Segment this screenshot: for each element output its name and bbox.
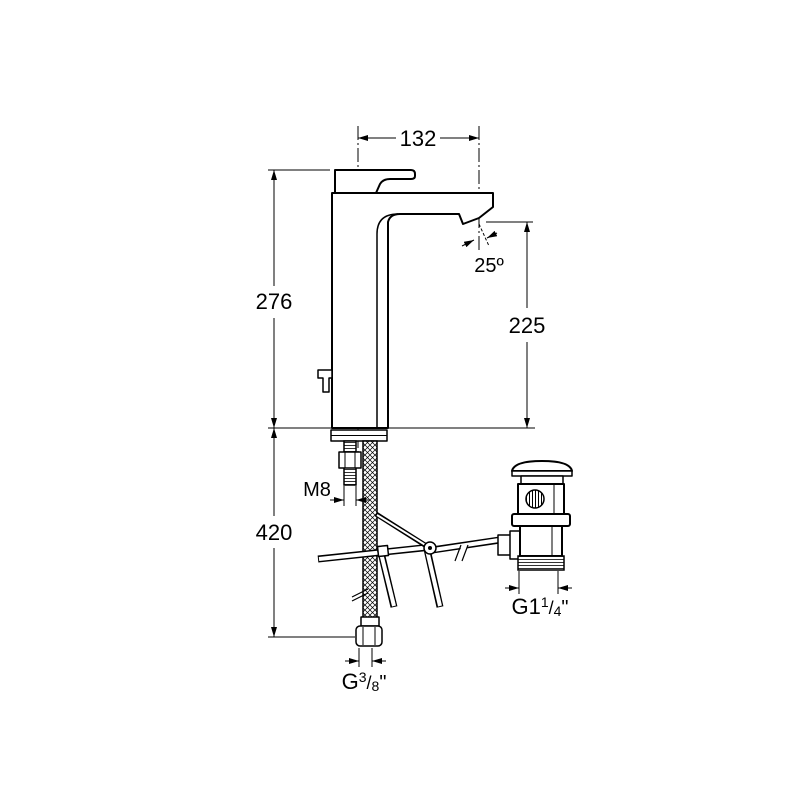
spout-underside-curve [376, 213, 399, 427]
faucet-outline [331, 192, 494, 429]
waste-collar [511, 513, 571, 527]
popup-knob [317, 369, 333, 393]
hose-nut [355, 625, 383, 647]
dimension-labels: 132 276 225 420 25º M8 G3/8" G11/4" [256, 126, 569, 694]
rod-vertical-left [376, 547, 398, 608]
rod-break-mark [454, 544, 469, 562]
outlet-angle-line [478, 223, 490, 247]
hose-break-mark [351, 588, 369, 602]
waste-overflow-slot [525, 489, 545, 509]
waste-thread [517, 555, 565, 571]
hose-ferrule [360, 616, 380, 627]
waste-lower-body [519, 525, 563, 557]
popup-rod-assembly [317, 511, 501, 608]
mounting-kit [330, 429, 388, 486]
dimension-lines [271, 135, 572, 667]
outlet-height-label: 225 [509, 313, 546, 338]
waste-plug-cap [511, 460, 573, 472]
waste-plug-stem [520, 475, 564, 485]
angle-arrow-right [486, 230, 498, 239]
waste-thread-label: G11/4" [511, 594, 568, 619]
flexible-hose [351, 440, 383, 647]
rod-clip-left [376, 544, 390, 558]
popup-waste [497, 460, 573, 571]
spout-reach-label: 132 [400, 126, 437, 151]
hose-thread-label: G3/8" [342, 669, 387, 694]
angle-arrow-left [461, 239, 475, 248]
faucet-body [317, 169, 494, 429]
rod-horizontal [317, 543, 433, 563]
overall-height-label: 276 [256, 289, 293, 314]
rod-to-waste [431, 536, 501, 562]
rod-break-gap [456, 545, 468, 561]
stud-nut [338, 451, 362, 469]
braided-hose [362, 440, 378, 620]
rod-vertical-right [423, 548, 444, 608]
lever-handle [334, 169, 416, 194]
below-counter-length-label: 420 [256, 520, 293, 545]
stud-thread-label: M8 [303, 479, 331, 501]
outlet-angle-label: 25º [474, 255, 504, 277]
rod-diagonal [374, 511, 430, 550]
extension-lines [268, 169, 535, 638]
